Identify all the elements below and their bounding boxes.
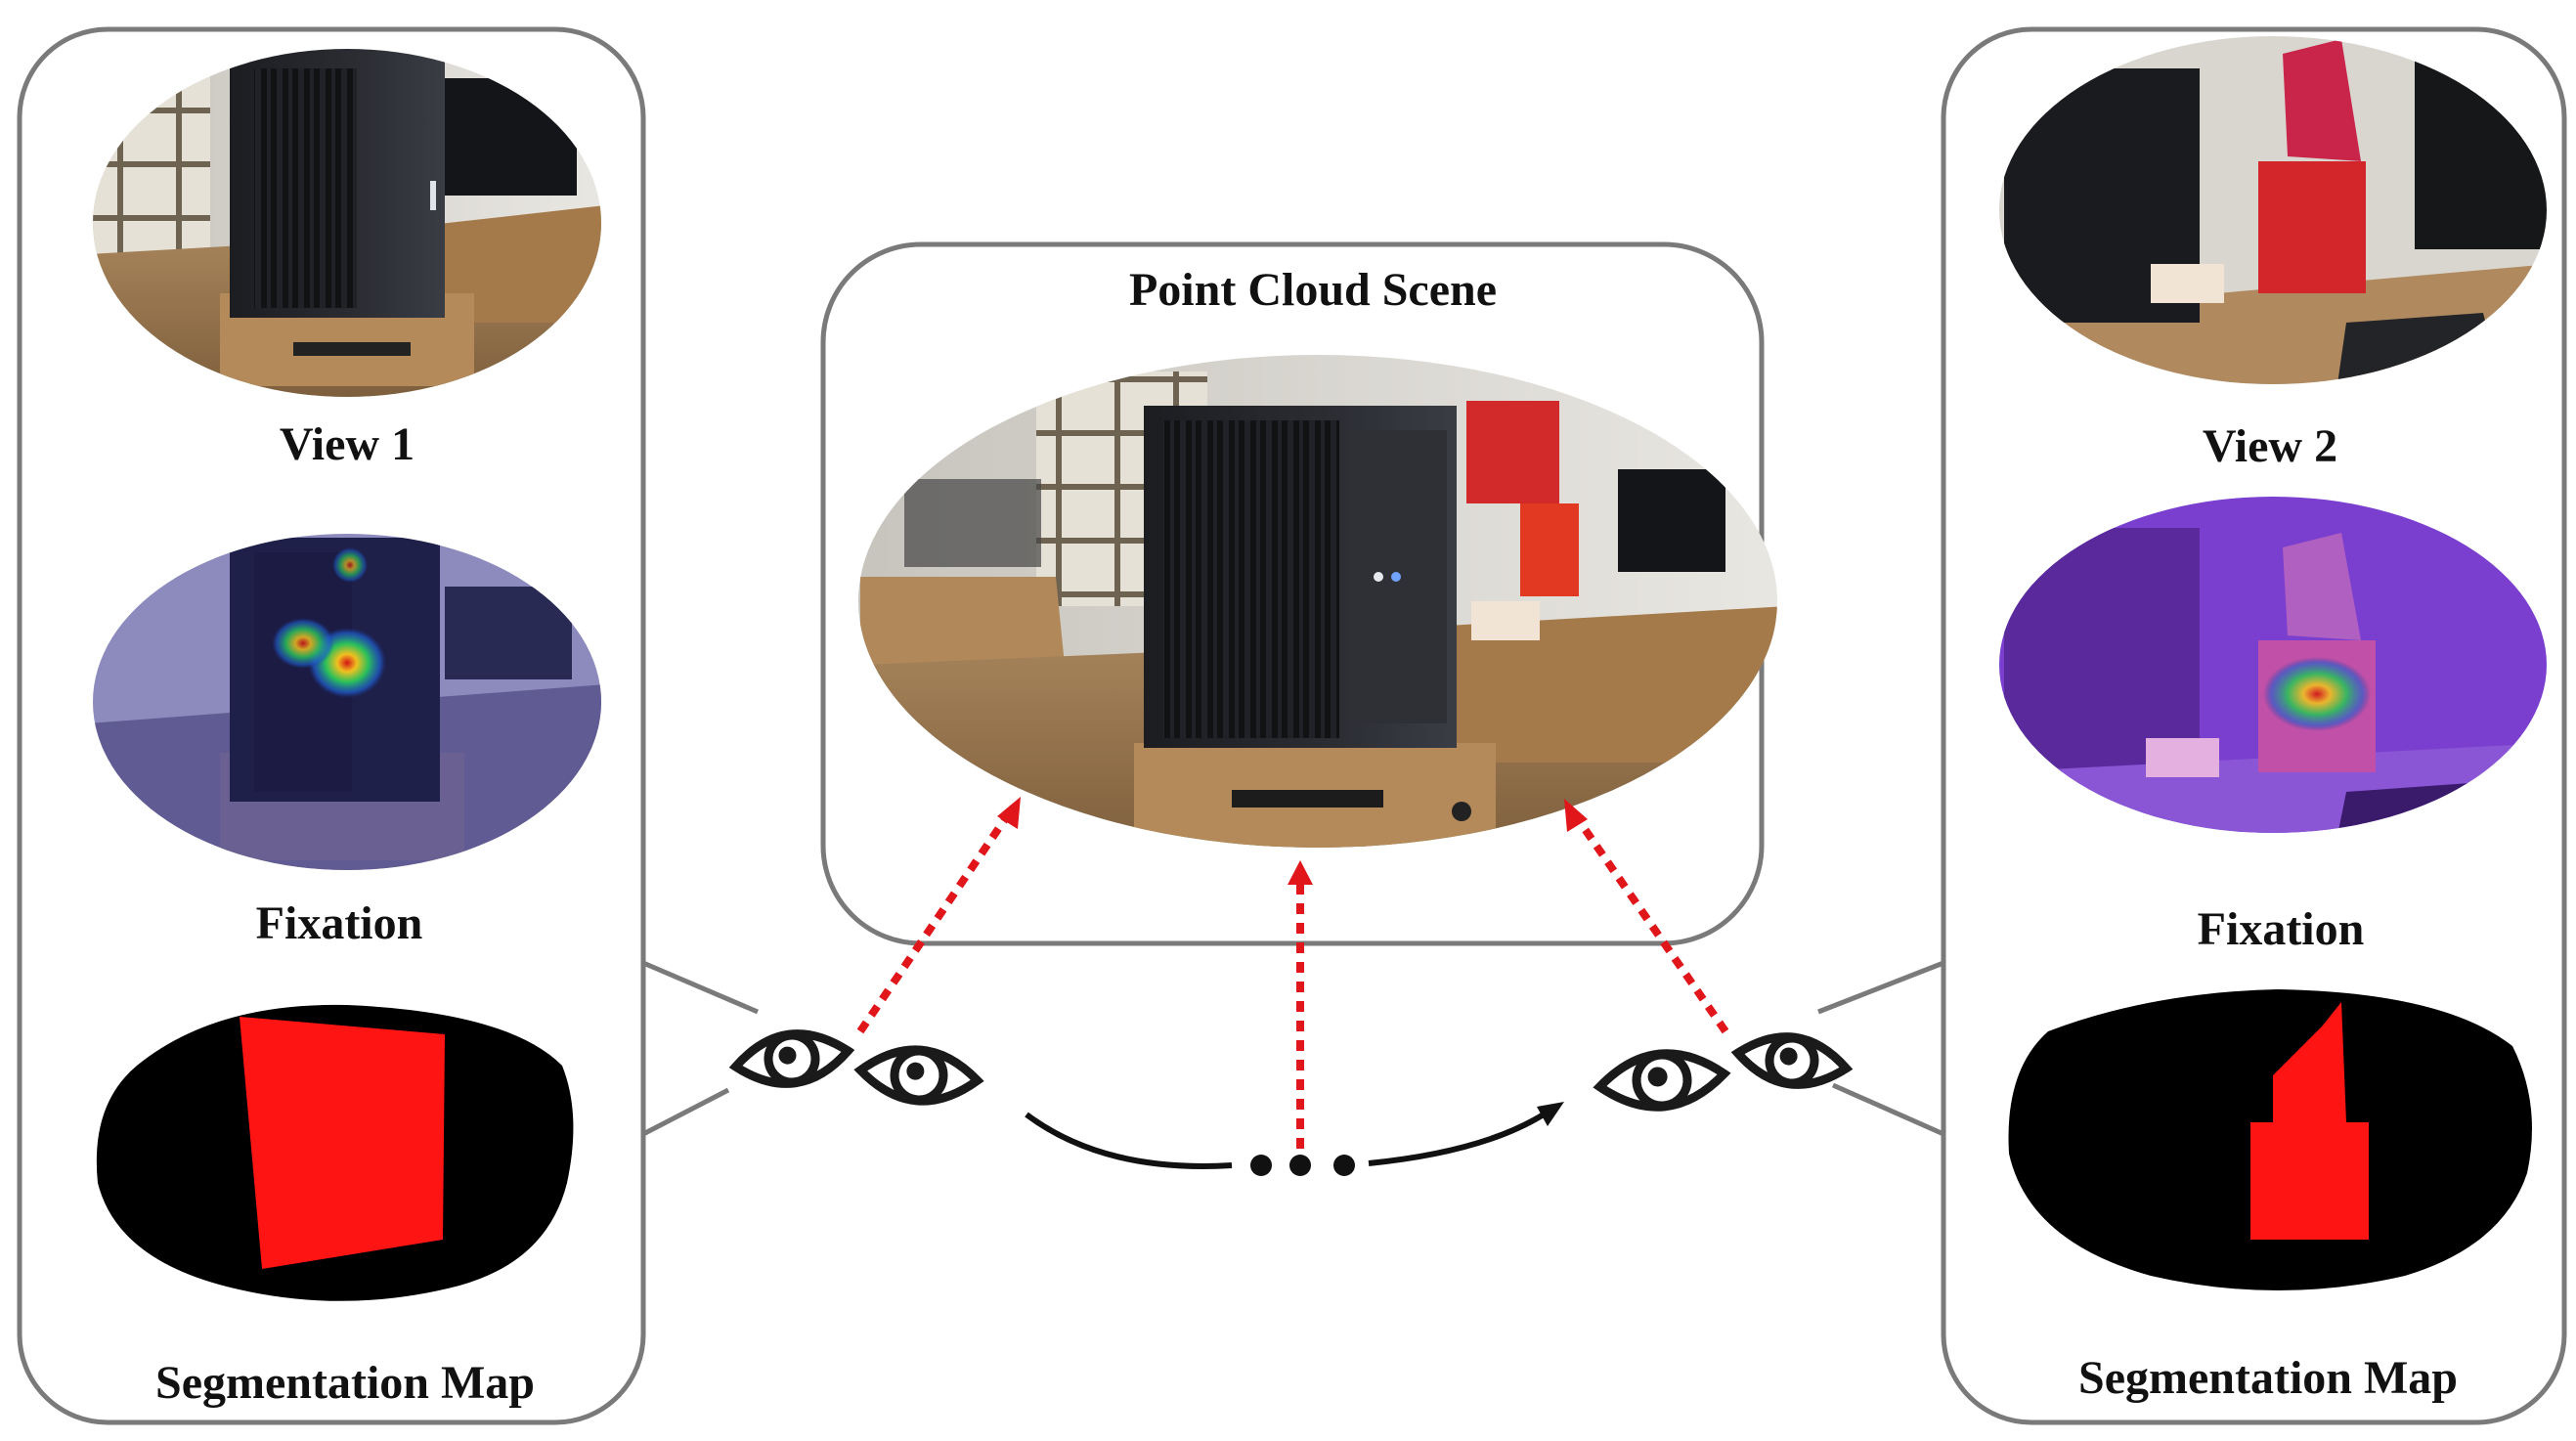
- motion-arrow: [1025, 1112, 1233, 1169]
- view2-segmentation-map: [2008, 989, 2532, 1290]
- center-title: Point Cloud Scene: [1129, 264, 1497, 316]
- right-connector-lower: [1831, 1082, 1945, 1137]
- left-connector-upper: [642, 960, 759, 1015]
- red-arrow-right: [1564, 799, 1729, 1034]
- left-connector-lower: [641, 1087, 730, 1137]
- heatmap-blob-view2: [2263, 657, 2371, 731]
- view2-fixation-image: [1999, 497, 2547, 833]
- eye-icon: [1730, 1032, 1854, 1089]
- left-fixation-label: Fixation: [256, 897, 423, 949]
- left-panel-frame: [17, 26, 646, 1425]
- view1-segmentation-map: [96, 1004, 574, 1301]
- view1-image: [93, 49, 601, 397]
- heatmap-blob-top: [332, 547, 368, 583]
- motion-arrow-tail: [1368, 1110, 1549, 1166]
- heatmap-blob-secondary: [272, 618, 334, 669]
- right-segmentation-label: Segmentation Map: [2078, 1352, 2458, 1404]
- left-segmentation-label: Segmentation Map: [155, 1357, 535, 1409]
- red-arrow-center: [1288, 860, 1313, 1149]
- view1-fixation-image: [93, 534, 601, 870]
- left-view-label: View 1: [280, 418, 415, 470]
- eye-icon: [728, 1029, 855, 1088]
- right-fixation-label: Fixation: [2198, 903, 2365, 955]
- motion-arrowhead: [1537, 1102, 1564, 1126]
- point-cloud-image: [858, 355, 1777, 848]
- ellipsis-dots: [1250, 1155, 1355, 1176]
- red-arrow-left: [856, 797, 1021, 1034]
- eye-icon: [853, 1045, 984, 1106]
- eye-icon: [1593, 1049, 1731, 1112]
- right-panel-frame: [1941, 26, 2567, 1425]
- right-view-label: View 2: [2203, 420, 2337, 472]
- view2-image: [1999, 36, 2547, 384]
- right-connector-upper: [1817, 960, 1944, 1015]
